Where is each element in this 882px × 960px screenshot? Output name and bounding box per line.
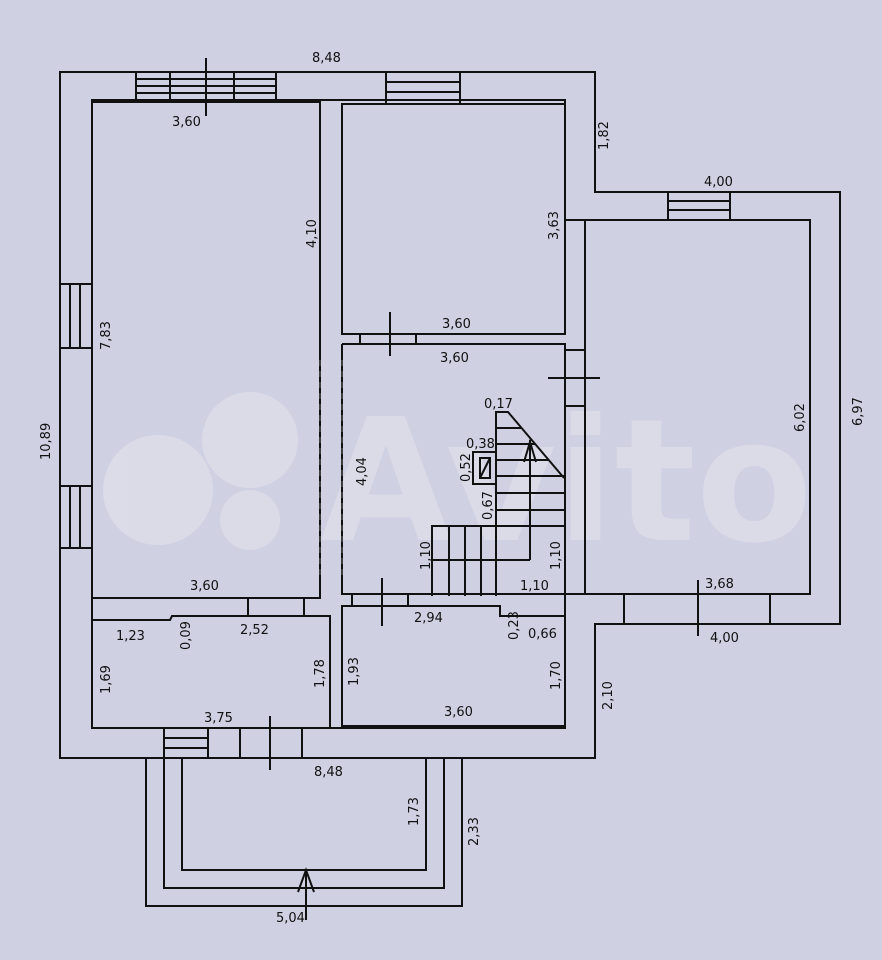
dim-room4-offset: 1,23: [116, 629, 145, 644]
dim-room4-left: 1,69: [99, 665, 114, 694]
dim-room5-notch: 0,23: [507, 611, 522, 640]
dim-room2-height: 3,63: [547, 211, 562, 240]
dim-stair-right: 1,10: [549, 541, 564, 570]
dim-room5-bottom: 3,60: [444, 705, 473, 720]
dim-top-total: 8,48: [312, 51, 341, 66]
dim-room1-width: 3,60: [172, 115, 201, 130]
window-right-top: [667, 191, 731, 221]
staircase: [431, 411, 565, 596]
dim-room5-top: 2,94: [414, 611, 443, 626]
dim-right-step: 1,82: [597, 121, 612, 150]
svg-text:Avito: Avito: [320, 383, 813, 581]
dim-room5-left: 1,93: [347, 657, 362, 686]
dim-left-total: 10,89: [39, 423, 54, 460]
avito-watermark: Avito: [103, 383, 813, 581]
dim-porch-width: 5,04: [276, 911, 305, 926]
dim-bottom-total: 8,48: [314, 765, 343, 780]
dim-stair-gap: 0,67: [481, 491, 496, 520]
dim-room2-width: 3,60: [442, 317, 471, 332]
porch: [145, 758, 463, 920]
dim-room5-right: 1,70: [549, 661, 564, 690]
room-bottom-left: [91, 615, 331, 729]
window-left-upper: [59, 283, 93, 349]
window-right-bottom: [623, 580, 771, 636]
dim-chimney-height: 0,52: [459, 453, 474, 482]
dim-room4-right: 1,78: [313, 659, 328, 688]
window-top-middle: [385, 71, 461, 105]
dim-stair-top: 0,17: [484, 397, 513, 412]
room-bottom-middle: [341, 605, 566, 727]
dim-room4-notch: 0,09: [179, 621, 194, 650]
dim-chimney-width: 0,38: [466, 437, 495, 452]
outer-wall-outline: [59, 71, 841, 759]
dim-room1-partition: 4,10: [305, 219, 320, 248]
dim-hall-width: 3,60: [440, 351, 469, 366]
dim-right-total: 6,97: [851, 397, 866, 426]
dim-room3-width: 3,68: [705, 577, 734, 592]
dim-bottom-step: 2,10: [601, 681, 616, 710]
dim-room4-top: 2,52: [240, 623, 269, 638]
dim-porch-depth-outer: 2,33: [467, 817, 482, 846]
dim-porch-depth-inner: 1,73: [407, 797, 422, 826]
window-top-left: [135, 58, 277, 116]
room-top-middle: [341, 103, 566, 335]
hall: [341, 343, 566, 595]
dim-right-wing-bottom: 4,00: [710, 631, 739, 646]
dim-room1-bottom: 3,60: [190, 579, 219, 594]
dim-room1-height: 7,83: [99, 321, 114, 350]
dim-room4-bottom: 3,75: [204, 711, 233, 726]
dim-right-wing-top: 4,00: [704, 175, 733, 190]
dim-room5-offset: 0,66: [528, 627, 557, 642]
dim-hall-height: 4,04: [355, 457, 370, 486]
dim-room3-height: 6,02: [793, 403, 808, 432]
doors: [163, 312, 600, 770]
dim-stair-left: 1,10: [419, 541, 434, 570]
dim-stair-bottom: 1,10: [520, 579, 549, 594]
window-left-lower: [59, 485, 93, 549]
